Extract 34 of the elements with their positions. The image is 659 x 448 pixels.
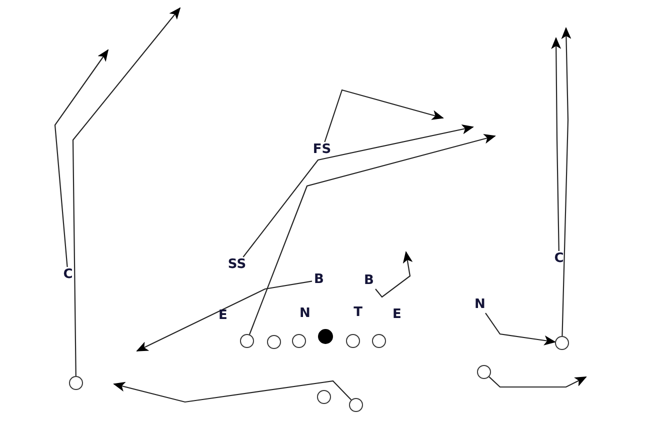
route-arrow (561, 27, 572, 336)
player-letter: N (473, 297, 487, 313)
route-arrow (324, 89, 444, 142)
player-circle (349, 398, 363, 412)
player-circle (346, 334, 360, 348)
route-arrow (113, 380, 352, 403)
player-letter: E (392, 307, 402, 323)
player-circle (477, 365, 491, 379)
route-arrow (488, 376, 587, 388)
player-circle (292, 334, 306, 348)
route-arrow (54, 49, 109, 268)
route-arrow (136, 280, 312, 352)
player-letter: N (298, 306, 312, 322)
player-letter: E (218, 308, 228, 324)
route-arrow (248, 134, 496, 335)
player-circle (267, 335, 281, 349)
player-circle (555, 336, 569, 350)
player-circle (240, 334, 254, 348)
route-arrow (72, 7, 181, 376)
route-arrow (375, 251, 413, 298)
player-letter: C (552, 251, 566, 267)
player-letter: T (352, 305, 364, 321)
player-letter: B (312, 272, 326, 288)
player-letter: B (362, 273, 376, 289)
route-arrow (242, 124, 474, 258)
player-letter: FS (310, 142, 334, 158)
ball-marker (318, 328, 332, 344)
player-circle (372, 334, 386, 348)
route-arrow (551, 37, 562, 251)
player-letter: SS (225, 257, 249, 273)
player-circle (69, 376, 83, 390)
player-circle (317, 390, 331, 404)
route-arrow (485, 312, 556, 346)
player-letter: C (61, 267, 75, 283)
